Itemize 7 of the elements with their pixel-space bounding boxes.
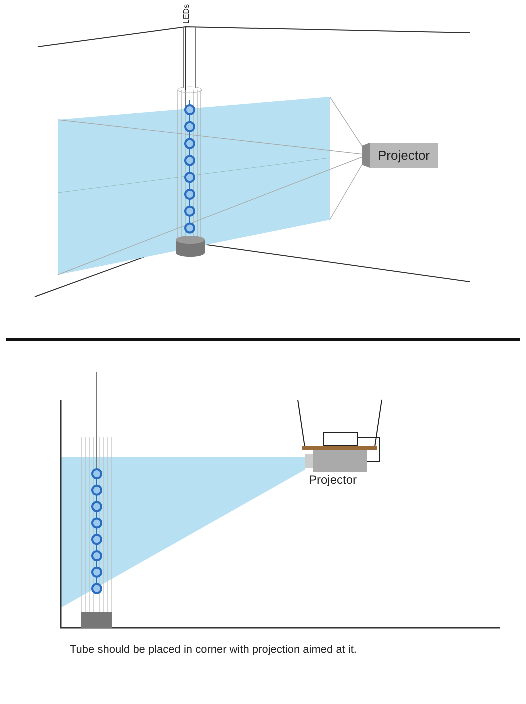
- box-shape: [323, 432, 358, 446]
- cable: [358, 438, 380, 462]
- led-label: LEDs: [182, 4, 191, 24]
- projector-label: Projector: [378, 148, 430, 163]
- projector-label: Projector: [309, 473, 358, 487]
- projector-box: [370, 143, 438, 168]
- caption: Tube should be placed in corner with projection aimed at it.: [70, 644, 357, 656]
